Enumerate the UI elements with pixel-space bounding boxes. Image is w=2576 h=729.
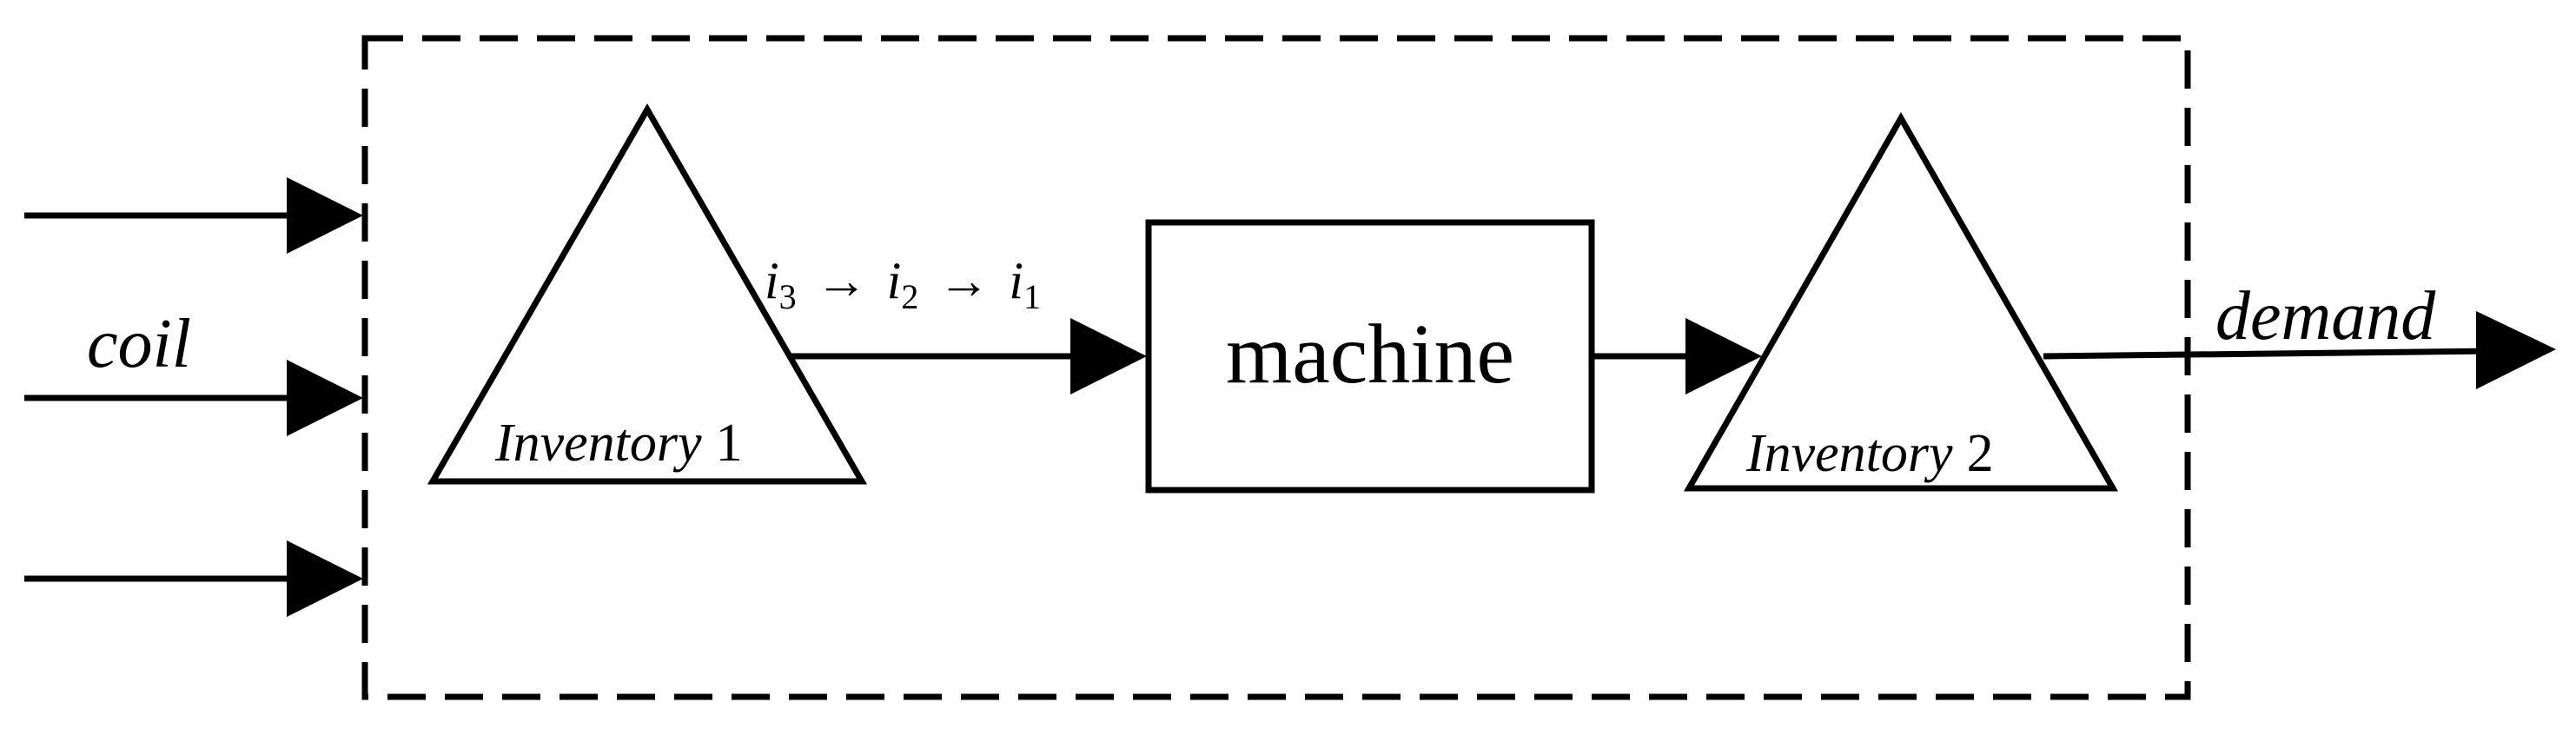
output-arrow xyxy=(2043,311,2556,389)
inventory2-triangle xyxy=(1683,111,2119,492)
sequence-label: i3→i2→i1 xyxy=(765,252,1041,316)
machine-label: machine xyxy=(1226,308,1514,401)
arrow-inventory1-to-machine xyxy=(791,318,1147,394)
input-arrow-middle xyxy=(24,360,363,436)
arrow-machine-to-inventory2 xyxy=(1592,318,1762,394)
output-label: demand xyxy=(2215,278,2436,355)
input-label: coil xyxy=(87,306,191,382)
inventory1-triangle xyxy=(427,103,868,485)
input-arrow-top xyxy=(24,177,363,254)
system-boundary xyxy=(361,35,2191,700)
input-arrow-bottom xyxy=(24,540,363,617)
